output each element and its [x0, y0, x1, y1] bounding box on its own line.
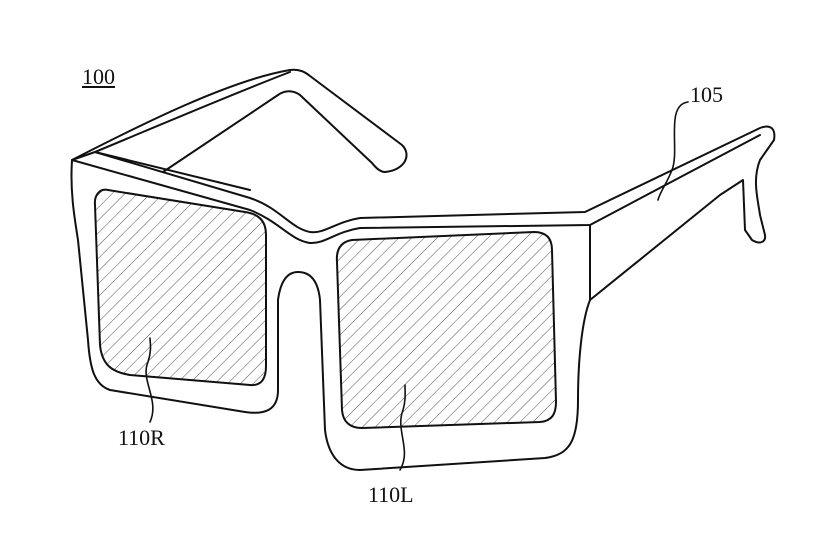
- front-frame-inner-edge: [94, 151, 251, 191]
- frame-label: 105: [690, 82, 723, 107]
- right-lens-label: 110R: [118, 425, 165, 450]
- figure-label: 100: [82, 64, 115, 89]
- lens-110R: [93, 188, 267, 387]
- leader-110L: [399, 384, 406, 471]
- frame-top-edge: [71, 134, 761, 245]
- far-temple: [71, 68, 408, 173]
- left-lens-label: 110L: [368, 482, 414, 507]
- leader-110R: [145, 337, 154, 423]
- leader-105: [657, 101, 689, 201]
- far-temple-inner-edge: [94, 71, 291, 153]
- lens-110L: [335, 231, 557, 429]
- front-frame: [70, 125, 776, 471]
